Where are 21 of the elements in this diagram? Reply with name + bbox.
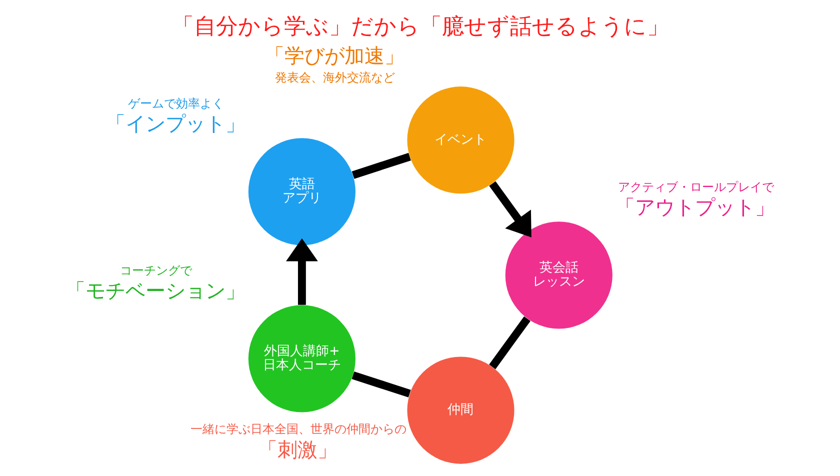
connector: [351, 152, 410, 179]
node-circle: 英会話レッスン: [504, 222, 612, 329]
node-label: 「学びが加速」: [264, 44, 404, 68]
connector: [488, 316, 530, 370]
node-circle: 英語アプリ: [248, 138, 355, 246]
diagram-title: 「自分から学ぶ」だから「臆せず話せるように」: [172, 14, 668, 40]
node-circle: 仲間: [406, 356, 514, 464]
node-circle: イベント: [406, 86, 514, 194]
node-label: 「刺激」: [256, 438, 337, 462]
connector: [351, 371, 410, 398]
node-label: ゲームで効率よく: [127, 96, 224, 111]
node-label: 「モチベーション」: [64, 280, 245, 303]
arrow: [286, 238, 318, 305]
arrow: [488, 181, 531, 238]
node-label: コーチングで: [119, 263, 192, 278]
node-circle: 外国人講師+日本人コーチ: [248, 305, 355, 412]
node-label: 「インプット」: [105, 112, 246, 136]
node-label: アクティブ・ロールプレイで: [617, 180, 774, 194]
node-label: 一緒に学ぶ日本全国、世界の仲間からの: [190, 422, 406, 436]
node-label: 発表会、海外交流など: [274, 70, 394, 85]
node-label: 「アウトプット」: [614, 196, 774, 220]
